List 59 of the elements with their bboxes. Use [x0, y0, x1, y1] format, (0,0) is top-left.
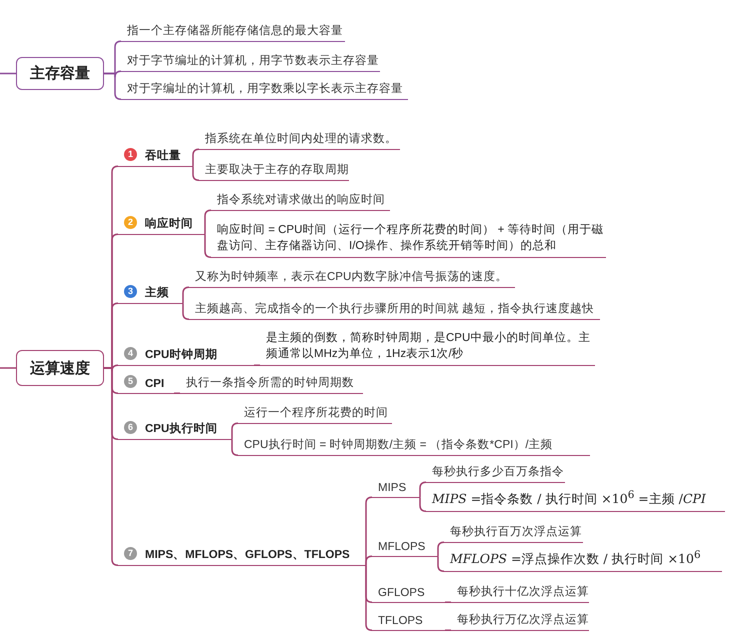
formula-text: MIPS =指令条数 / 执行时间 ×10$^{6}$ =主频 /CPI: [432, 488, 706, 508]
branch-line: [445, 602, 451, 603]
topic-text: 主频越高、完成指令的一个执行步骤所用的时间就 越短，指令执行速度越快: [195, 301, 594, 316]
number-badge: 3: [124, 285, 137, 298]
branch-line: [182, 286, 190, 304]
topic-box: [16, 57, 104, 90]
number-badge: 6: [124, 421, 137, 434]
topic-text: 对于字节编址的计算机，用字节数表示主存容量: [127, 53, 379, 68]
number-badge: 2: [124, 216, 137, 229]
topic-box: [16, 350, 104, 386]
topic-text: 运行一个程序所花费的时间: [244, 405, 388, 420]
topic-text: MFLOPS: [378, 541, 426, 553]
topic-text: TFLOPS: [378, 615, 423, 627]
topic-text: 主要取决于主存的存取周期: [205, 162, 349, 177]
topic-text: 响应时间: [145, 216, 193, 231]
number-badge: 5: [124, 375, 137, 388]
topic-text: GFLOPS: [378, 587, 425, 599]
topic-text: 运算速度: [30, 358, 90, 378]
branch-line: [192, 148, 200, 167]
number-badge: 1: [124, 148, 137, 161]
topic-text: CPU时钟周期: [145, 347, 218, 362]
topic-text: 主存容量: [30, 64, 90, 83]
topic-text: 对于字编址的计算机，用字数乘以字长表示主存容量: [127, 81, 403, 96]
topic-text: 主频: [145, 285, 169, 300]
topic-text: 指系统在单位时间内处理的请求数。: [205, 131, 397, 146]
branch-line: [365, 556, 373, 566]
number-badge: 7: [124, 547, 137, 560]
topic-text: 响应时间 = CPU时间（运行一个程序所花费的时间） + 等待时间（用于磁盘访问、主存储器访问、I/O操作、操作系统开销等时间）的总和: [217, 222, 604, 254]
formula-text: MFLOPS =浮点操作次数 / 执行时间 ×10$^{6}$: [450, 548, 701, 568]
topic-text: 吞吐量: [145, 148, 181, 163]
topic-text: 又称为时钟频率，表示在CPU内数字脉冲信号振荡的速度。: [195, 269, 508, 284]
number-badge: 4: [124, 347, 137, 360]
topic-text: 是主频的倒数，简称时钟周期，是CPU中最小的时间单位。主频通常以MHz为单位，1Hz表示1次/秒: [266, 330, 592, 362]
topic-text: 每秒执行万亿次浮点运算: [457, 612, 589, 627]
topic-text: 指一个主存储器所能存储信息的最大容量: [127, 23, 343, 38]
branch-line: [0, 367, 16, 369]
branch-line: [0, 72, 16, 74]
topic-text: CPU执行时间: [145, 421, 218, 436]
branch-line: [174, 392, 180, 394]
topic-text: 每秒执行多少百万条指令: [432, 464, 564, 479]
topic-text: 每秒执行百万次浮点运算: [450, 524, 582, 539]
branch-line: [419, 496, 427, 512]
topic-text: CPI: [145, 378, 164, 390]
topic-text: MIPS: [378, 482, 406, 494]
branch-line: [192, 166, 200, 181]
branch-line: [445, 630, 451, 631]
topic-text: CPU执行时间 = 时钟周期数/主频 = （指令条数*CPI）/主频: [244, 437, 553, 452]
branch-line: [182, 302, 190, 320]
topic-text: 指令系统对请求做出的响应时间: [217, 192, 385, 207]
branch-line: [231, 422, 239, 440]
branch-line: [437, 556, 445, 572]
branch-line: [231, 438, 239, 456]
topic-text: 执行一条指令所需的时钟周期数: [186, 376, 354, 390]
branch-line: [254, 364, 260, 366]
underlined-topic: [260, 328, 595, 366]
topic-text: 每秒执行十亿次浮点运算: [457, 584, 589, 599]
branch-line: [437, 542, 445, 557]
topic-text: MIPS、MFLOPS、GFLOPS、TFLOPS: [145, 548, 350, 562]
branch-line: [419, 482, 427, 498]
